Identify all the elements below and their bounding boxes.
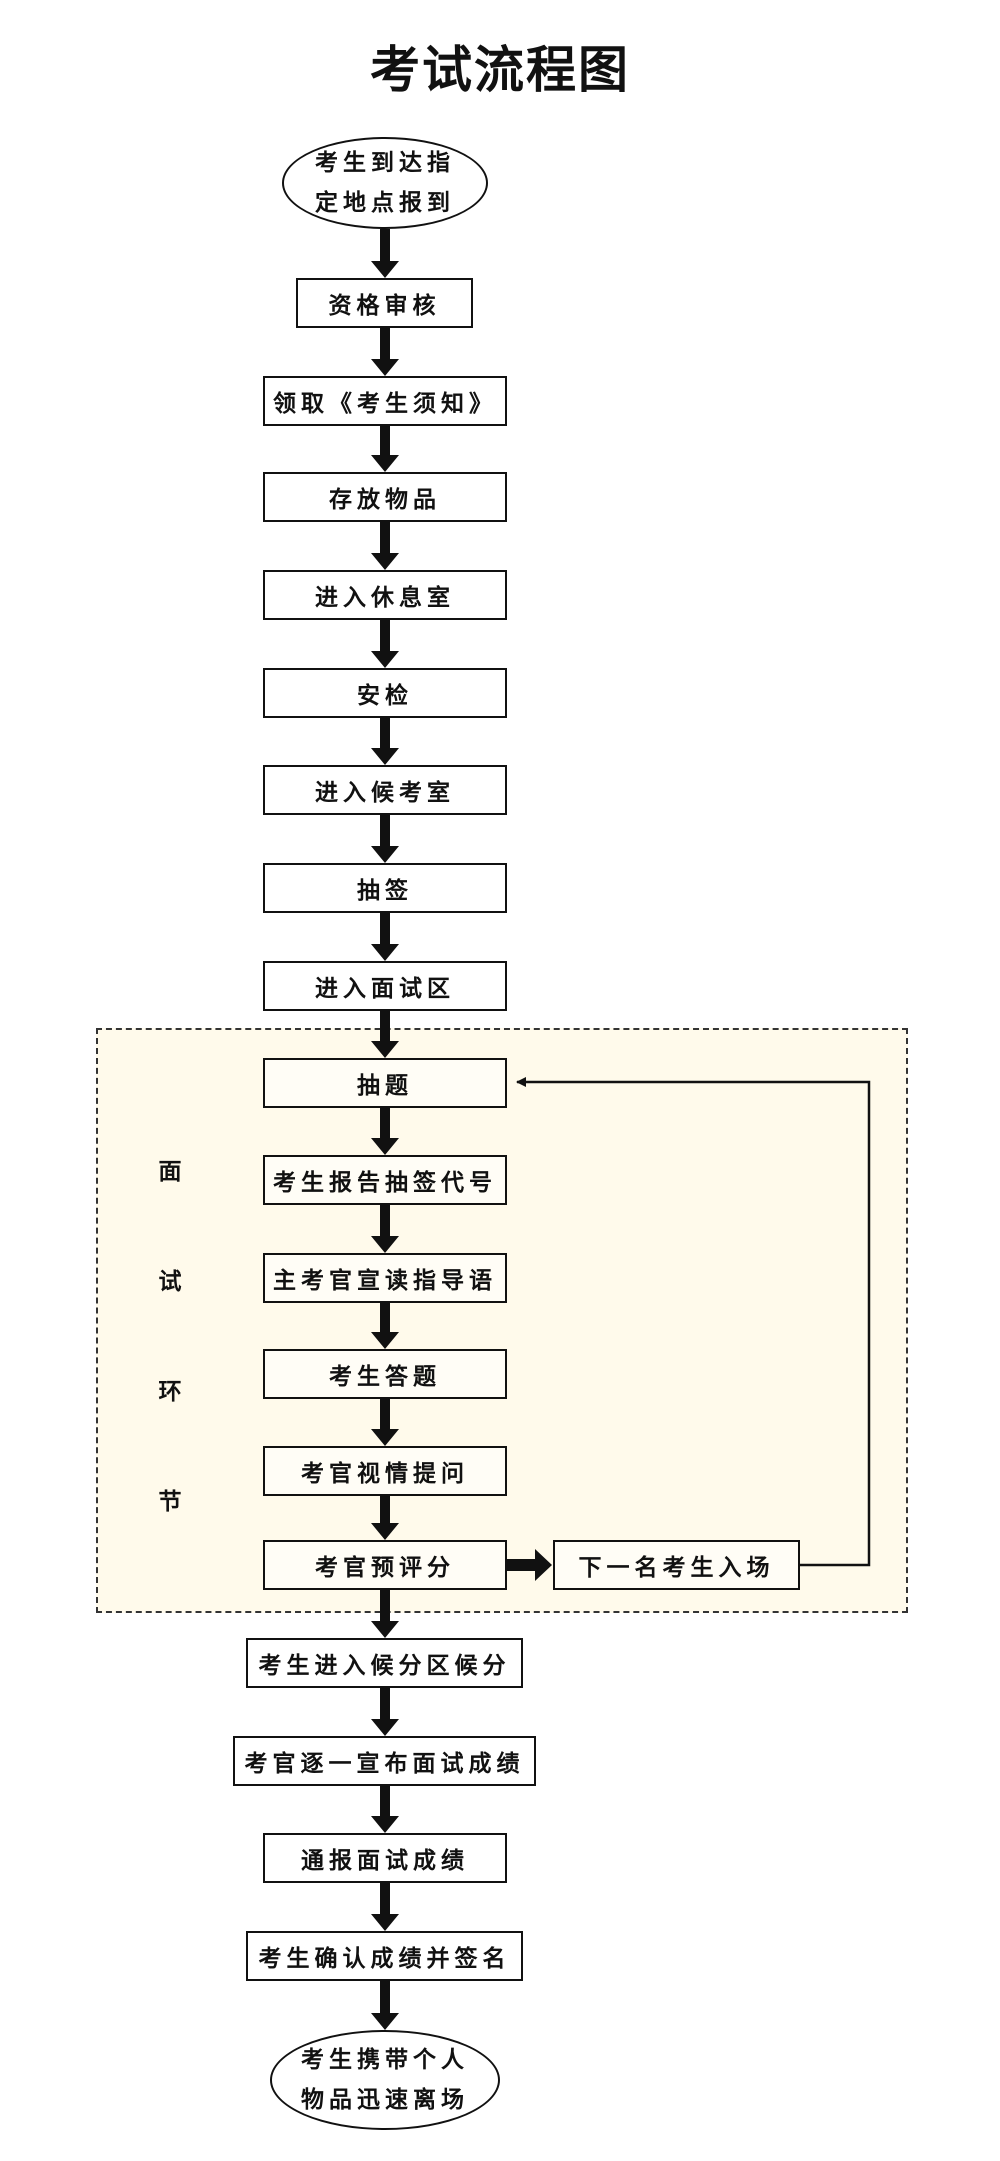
interview-step-box: 考官视情提问 bbox=[263, 1446, 507, 1496]
down-arrow bbox=[371, 328, 399, 376]
step-box: 安检 bbox=[263, 668, 507, 718]
step-box: 进入面试区 bbox=[263, 961, 507, 1011]
page-title: 考试流程图 bbox=[370, 41, 630, 99]
interview-step-box: 考官预评分 bbox=[263, 1540, 507, 1590]
step-box: 考官逐一宣布面试成绩 bbox=[233, 1736, 536, 1786]
step-box: 资格审核 bbox=[296, 278, 473, 328]
zone-label-char: 节 bbox=[158, 1488, 182, 1515]
start-line: 定地点报到 bbox=[315, 189, 455, 216]
end-line: 物品迅速离场 bbox=[301, 2086, 469, 2113]
zone-label-char: 环 bbox=[158, 1378, 182, 1405]
step-box: 进入候考室 bbox=[263, 765, 507, 815]
step-box: 领取《考生须知》 bbox=[263, 376, 507, 426]
down-arrow bbox=[371, 1399, 399, 1446]
interview-step-box: 考生报告抽签代号 bbox=[263, 1155, 507, 1205]
zone-label-char: 面 bbox=[158, 1158, 182, 1185]
down-arrow bbox=[371, 1590, 399, 1638]
step-box: 考生确认成绩并签名 bbox=[246, 1931, 523, 1981]
down-arrow bbox=[371, 913, 399, 961]
interview-step-box: 考生答题 bbox=[263, 1349, 507, 1399]
down-arrow bbox=[371, 522, 399, 570]
down-arrow bbox=[371, 1496, 399, 1540]
loop-back-arrow bbox=[516, 1077, 871, 1567]
interview-step-box: 抽题 bbox=[263, 1058, 507, 1108]
down-arrow bbox=[371, 1011, 399, 1058]
start-line: 考生到达指 bbox=[315, 149, 455, 176]
step-box: 考生进入候分区候分 bbox=[246, 1638, 523, 1688]
down-arrow bbox=[371, 1303, 399, 1349]
next-candidate-box: 下一名考生入场 bbox=[553, 1540, 800, 1590]
step-box: 通报面试成绩 bbox=[263, 1833, 507, 1883]
interview-step-box: 主考官宣读指导语 bbox=[263, 1253, 507, 1303]
zone-label-char: 试 bbox=[158, 1268, 182, 1295]
end-line: 考生携带个人 bbox=[301, 2046, 469, 2073]
down-arrow bbox=[371, 1786, 399, 1833]
down-arrow bbox=[371, 229, 399, 278]
step-box: 进入休息室 bbox=[263, 570, 507, 620]
interview-zone bbox=[96, 1028, 908, 1613]
down-arrow bbox=[371, 426, 399, 472]
down-arrow bbox=[371, 1108, 399, 1155]
down-arrow bbox=[371, 620, 399, 668]
right-arrow bbox=[507, 1549, 552, 1581]
down-arrow bbox=[371, 1981, 399, 2030]
down-arrow bbox=[371, 815, 399, 863]
start-node: 考生到达指 定地点报到 bbox=[282, 137, 488, 229]
down-arrow bbox=[371, 1883, 399, 1931]
down-arrow bbox=[371, 1205, 399, 1253]
down-arrow bbox=[371, 1688, 399, 1736]
down-arrow bbox=[371, 718, 399, 765]
step-box: 抽签 bbox=[263, 863, 507, 913]
step-box: 存放物品 bbox=[263, 472, 507, 522]
end-node: 考生携带个人 物品迅速离场 bbox=[270, 2030, 500, 2130]
